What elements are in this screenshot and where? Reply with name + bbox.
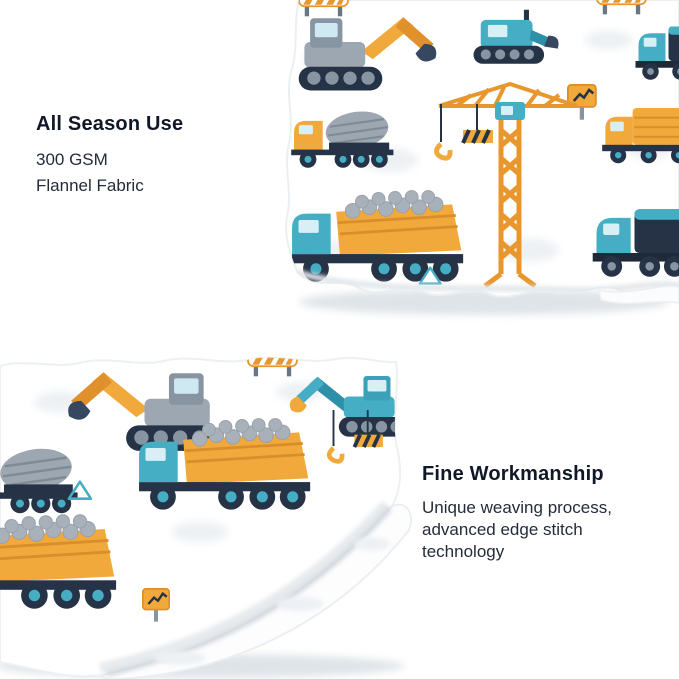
feature-bottom-line-1: Unique weaving process, xyxy=(422,498,612,517)
blanket-photo-bottom xyxy=(0,352,420,679)
rolled-hem xyxy=(598,285,679,305)
feature-bottom-line-3: technology xyxy=(422,542,505,561)
fold-inner-shading xyxy=(98,500,390,673)
feature-top-heading: All Season Use xyxy=(36,113,184,135)
curl-fluff-texture xyxy=(154,537,390,665)
fold-crease-shadow xyxy=(105,506,393,677)
hem-shading xyxy=(294,269,679,294)
feature-bottom-heading: Fine Workmanship xyxy=(422,463,604,485)
feature-top-line-1: 300 GSM xyxy=(36,150,108,169)
blanket-shadow xyxy=(299,289,669,315)
feature-bottom-line-2: advanced edge stitch xyxy=(422,520,583,539)
feature-bottom-text: Fine Workmanship Unique weaving process,… xyxy=(422,463,662,563)
feature-top-line-2: Flannel Fabric xyxy=(36,176,144,195)
feature-top-text: All Season Use 300 GSM Flannel Fabric xyxy=(36,113,183,199)
blanket-photo-top xyxy=(269,0,679,330)
